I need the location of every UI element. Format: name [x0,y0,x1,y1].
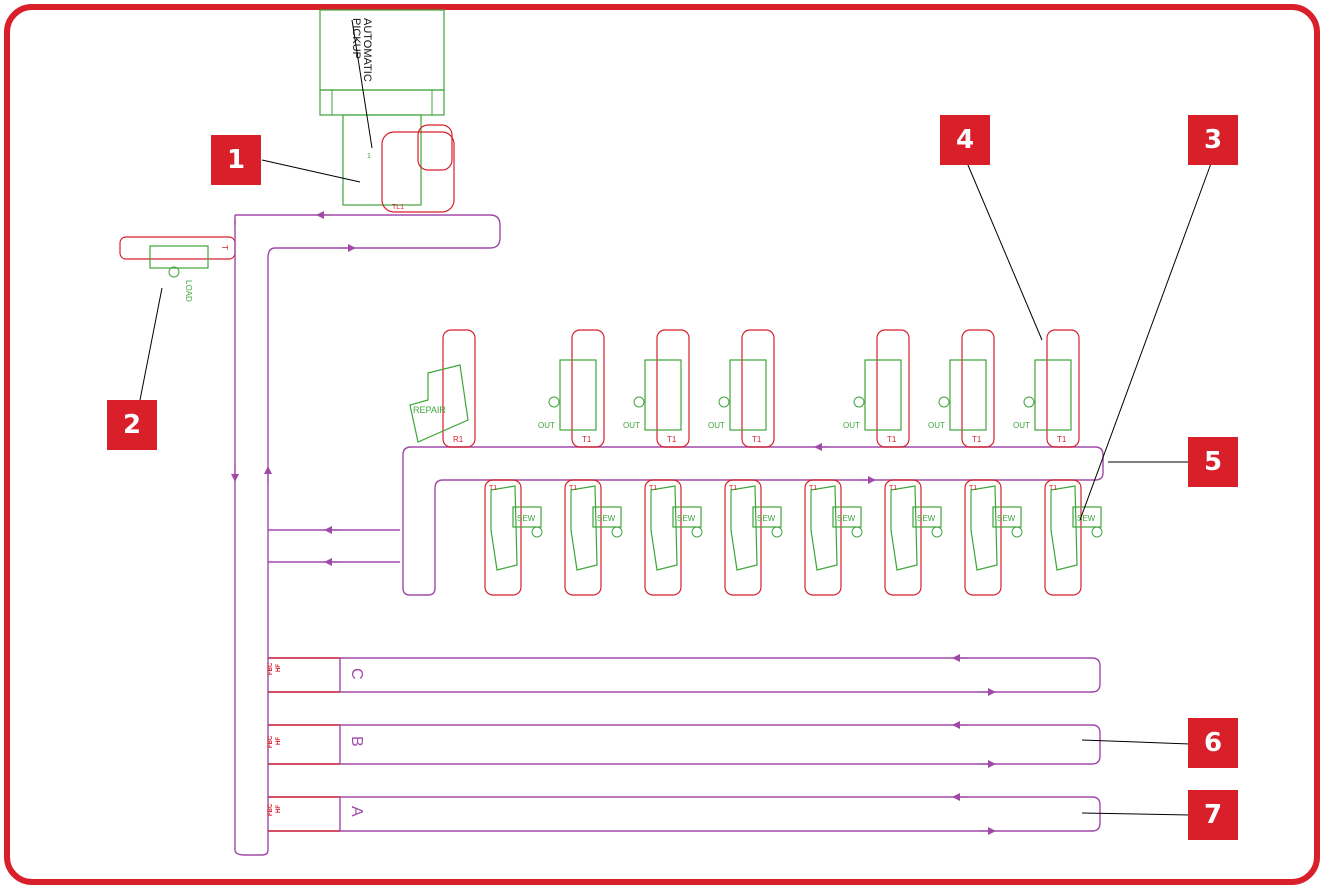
out-label: OUT [623,421,640,430]
out-station: OUT T1 [538,329,605,448]
load-t-label: T [220,245,229,250]
callout-3: 3 [1188,115,1238,165]
flow-arrows [231,211,996,835]
sew-station: SEW T1 [724,479,783,596]
r1-label: R1 [453,435,464,444]
sew-station: SEW T1 [564,479,623,596]
t1-label: T1 [582,435,592,444]
t1-label: T1 [649,485,657,492]
sew-station: SEW T1 [484,479,543,596]
sew-label: SEW [917,514,936,523]
load-station: LOAD T [119,236,236,302]
sew-station: SEW T1 [644,479,703,596]
lane-a-tag-2: HF [276,805,282,813]
pickup-label-line2: PICKUP [350,18,362,59]
out-label: OUT [928,421,945,430]
t1-label: T1 [569,485,577,492]
pickup-station-number: 1 [367,153,371,160]
t1-label: T1 [972,435,982,444]
out-label: OUT [708,421,725,430]
t1-label: T1 [887,435,897,444]
lane-c-tag-2: HF [276,664,282,672]
lane-entry-blocks [268,657,340,832]
lane-b-label: B [348,736,365,747]
t1-label: T1 [1057,435,1067,444]
t1-label: T1 [1049,485,1057,492]
t1-label: T1 [889,485,897,492]
out-label: OUT [538,421,555,430]
t1-label: T1 [809,485,817,492]
repair-label: REPAIR [413,405,446,415]
sew-label: SEW [997,514,1016,523]
load-label: LOAD [184,280,193,302]
sew-station: SEW T1 [1044,479,1103,596]
lane-c-label: C [348,668,365,680]
automatic-pickup-unit: AUTOMATIC PICKUP 1 TL1 [319,9,455,213]
out-label: OUT [843,421,860,430]
callout-7: 7 [1188,790,1238,840]
out-station: OUT T1 [623,329,690,448]
sew-station: SEW T1 [964,479,1023,596]
lane-letters: C B A [348,668,365,817]
callout-2: 2 [107,400,157,450]
callout-1: 1 [211,135,261,185]
callout-5: 5 [1188,437,1238,487]
diagram-frame [4,4,1320,885]
sew-label: SEW [677,514,696,523]
repair-station: REPAIR R1 [409,329,476,448]
sew-label: SEW [597,514,616,523]
callout-4: 4 [940,115,990,165]
lane-b-tag-2: HF [276,737,282,745]
out-station-row: OUT T1 OUT T1 OUT T1 OUT T1 OUT T1 OUT T1 [538,329,1080,448]
lane-a-label: A [348,806,365,817]
lane-b-tag-1: FBC [268,735,274,748]
out-station: OUT T1 [928,329,995,448]
out-label: OUT [1013,421,1030,430]
sew-label: SEW [517,514,536,523]
callout-leader-lines [139,19,1214,816]
lane-c-tag-1: FBC [268,662,274,675]
lane-a-tag-1: FBC [268,803,274,816]
callout-6: 6 [1188,718,1238,768]
sew-station: SEW T1 [804,479,863,596]
sew-label: SEW [837,514,856,523]
out-station: OUT T1 [1013,329,1080,448]
sew-label: SEW [1077,514,1096,523]
t1-label: T1 [752,435,762,444]
lane-tags: FBC HF FBC HF FBC HF [268,662,282,816]
out-station: OUT T1 [843,329,910,448]
out-station: OUT T1 [708,329,775,448]
conveyor-network [234,214,1104,856]
sew-station: SEW T1 [884,479,943,596]
sew-label: SEW [757,514,776,523]
t1-label: T1 [667,435,677,444]
pickup-label-line1: AUTOMATIC [361,18,373,82]
t1-label: T1 [969,485,977,492]
t1-label: T1 [729,485,737,492]
tl1-label: TL1 [392,204,404,211]
t1-label: T1 [489,485,497,492]
